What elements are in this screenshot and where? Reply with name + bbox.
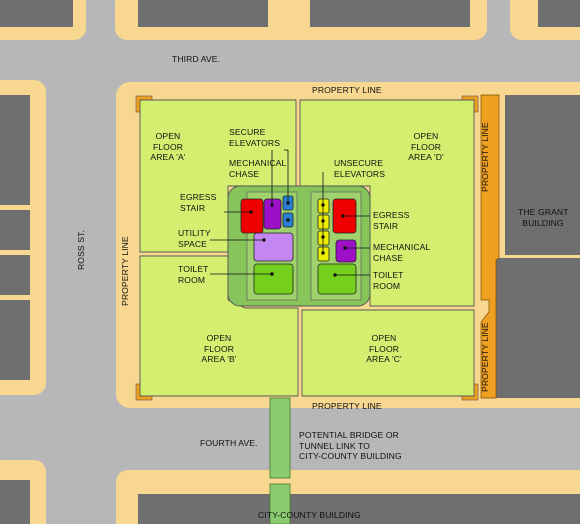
leader-dot-unsecure-3 bbox=[321, 235, 325, 239]
toilet-room-right-label: TOILET ROOM bbox=[373, 270, 404, 291]
unsecure-elevators-line-2: ELEVATORS bbox=[334, 168, 386, 179]
leader-dot-egress-left bbox=[249, 210, 253, 214]
secure-elevators-line-2: ELEVATORS bbox=[229, 137, 281, 148]
property-line-right-upper: PROPERTY LINE bbox=[480, 122, 490, 192]
toilet-room-right bbox=[317, 263, 357, 295]
bridge-note-line-3: CITY-COUNTY BUILDING bbox=[299, 451, 402, 461]
building-left-3 bbox=[0, 255, 30, 295]
grant-building-line-1: THE GRANT bbox=[518, 207, 569, 217]
secure-elevators-line-1: SECURE bbox=[229, 127, 266, 137]
utility-space-line-2: SPACE bbox=[178, 238, 207, 249]
mechanical-chase-right-line-1: MECHANICAL bbox=[373, 242, 431, 252]
ross-st-label: ROSS ST. bbox=[76, 230, 86, 270]
fourth-ave-label: FOURTH AVE. bbox=[200, 438, 258, 448]
area-b-line-2: FLOOR bbox=[203, 343, 235, 354]
toilet-room-left bbox=[253, 263, 294, 295]
utility-space-line-1: UTILITY bbox=[178, 228, 211, 238]
leader-dot-unsecure-1 bbox=[321, 203, 325, 207]
leader-dot-mech-left bbox=[270, 203, 274, 207]
leader-dot-mech-right bbox=[343, 246, 347, 250]
grant-building-lower bbox=[493, 258, 580, 398]
mechanical-chase-right-line-2: CHASE bbox=[373, 252, 404, 263]
mechanical-chase-left-line-2: CHASE bbox=[229, 168, 260, 179]
area-a-line-3: AREA 'A' bbox=[150, 152, 186, 162]
area-b-line-3: AREA 'B' bbox=[201, 354, 237, 364]
area-d-label: OPEN FLOOR AREA 'D' bbox=[404, 131, 448, 163]
property-line-right-lower: PROPERTY LINE bbox=[480, 322, 490, 392]
city-county-building-label: CITY-COUNTY BUILDING bbox=[258, 510, 361, 520]
area-d-line-1: OPEN bbox=[413, 131, 439, 141]
city-county-building-shape bbox=[138, 494, 580, 524]
leader-dot-secure-1 bbox=[286, 201, 290, 205]
egress-stair-right-line-1: EGRESS bbox=[373, 210, 410, 220]
grant-building-line-2: BUILDING bbox=[522, 217, 564, 228]
property-line-top: PROPERTY LINE bbox=[312, 85, 382, 95]
leader-lines bbox=[210, 149, 370, 277]
egress-stair-left bbox=[240, 198, 264, 234]
area-c-line-3: AREA 'C' bbox=[366, 354, 402, 364]
unsecure-elevators-label: UNSECURE ELEVATORS bbox=[334, 158, 385, 179]
area-b-line-1: OPEN bbox=[206, 333, 232, 343]
property-line-left: PROPERTY LINE bbox=[120, 236, 130, 306]
leader-dot-unsecure-4 bbox=[321, 251, 325, 255]
area-c-line-2: FLOOR bbox=[368, 343, 400, 354]
egress-stair-left-line-2: STAIR bbox=[180, 202, 206, 213]
toilet-room-right-line-1: TOILET bbox=[373, 270, 404, 280]
bridge-note: POTENTIAL BRIDGE OR TUNNEL LINK TO CITY-… bbox=[299, 430, 402, 462]
building-top-middle bbox=[138, 0, 268, 27]
area-c-line-1: OPEN bbox=[371, 333, 397, 343]
utility-space bbox=[253, 232, 294, 262]
mechanical-chase-left-label: MECHANICAL CHASE bbox=[229, 158, 286, 179]
bridge-note-line-2: TUNNEL LINK TO bbox=[299, 440, 370, 451]
mechanical-chase-left bbox=[263, 198, 282, 230]
area-a-line-1: OPEN bbox=[155, 131, 181, 141]
building-left-2 bbox=[0, 210, 30, 250]
leader-dot-secure-2 bbox=[286, 218, 290, 222]
egress-stair-right-line-2: STAIR bbox=[373, 220, 399, 231]
area-d-line-2: FLOOR bbox=[410, 141, 442, 152]
bridge-note-line-1: POTENTIAL BRIDGE OR bbox=[299, 430, 399, 440]
building-bottom-left bbox=[0, 480, 30, 524]
leader-dot-utility bbox=[262, 238, 266, 242]
leader-dot-egress-right bbox=[341, 214, 345, 218]
building-left-4 bbox=[0, 300, 30, 380]
utility-space-label: UTILITY SPACE bbox=[178, 228, 211, 249]
grant-property-strip bbox=[480, 94, 500, 399]
toilet-room-left-label: TOILET ROOM bbox=[178, 264, 209, 285]
toilet-room-left-line-1: TOILET bbox=[178, 264, 209, 274]
third-ave-label: THIRD AVE. bbox=[172, 54, 221, 64]
leader-dot-unsecure-2 bbox=[321, 219, 325, 223]
secure-elevators-label: SECURE ELEVATORS bbox=[229, 127, 280, 148]
leader-dot-toilet-left bbox=[270, 272, 274, 276]
unsecure-elevators-line-1: UNSECURE bbox=[334, 158, 384, 168]
bridge-link-lower bbox=[269, 483, 291, 524]
mechanical-chase-right bbox=[335, 239, 357, 263]
leader-dot-toilet-right bbox=[333, 273, 337, 277]
mechanical-chase-left-line-1: MECHANICAL bbox=[229, 158, 287, 168]
area-b-label: OPEN FLOOR AREA 'B' bbox=[197, 333, 241, 365]
area-c-label: OPEN FLOOR AREA 'C' bbox=[362, 333, 406, 365]
egress-stair-left-label: EGRESS STAIR bbox=[180, 192, 216, 213]
building-top-far-right bbox=[538, 0, 580, 27]
property-line-bottom: PROPERTY LINE bbox=[312, 401, 382, 411]
area-a-line-2: FLOOR bbox=[152, 141, 184, 152]
mechanical-chase-right-label: MECHANICAL CHASE bbox=[373, 242, 430, 263]
building-top-right bbox=[310, 0, 470, 27]
egress-stair-left-line-1: EGRESS bbox=[180, 192, 217, 202]
grant-building-label: THE GRANT BUILDING bbox=[518, 207, 568, 228]
open-floor-area-c bbox=[301, 309, 475, 397]
area-a-label: OPEN FLOOR AREA 'A' bbox=[146, 131, 190, 163]
area-d-line-3: AREA 'D' bbox=[408, 152, 444, 162]
grant-building-upper bbox=[505, 95, 580, 255]
toilet-room-left-line-2: ROOM bbox=[178, 274, 206, 285]
egress-stair-right-label: EGRESS STAIR bbox=[373, 210, 409, 231]
building-top-left bbox=[0, 0, 73, 27]
toilet-room-right-line-2: ROOM bbox=[373, 280, 401, 291]
bridge-link bbox=[269, 397, 291, 479]
building-left-1 bbox=[0, 95, 30, 205]
